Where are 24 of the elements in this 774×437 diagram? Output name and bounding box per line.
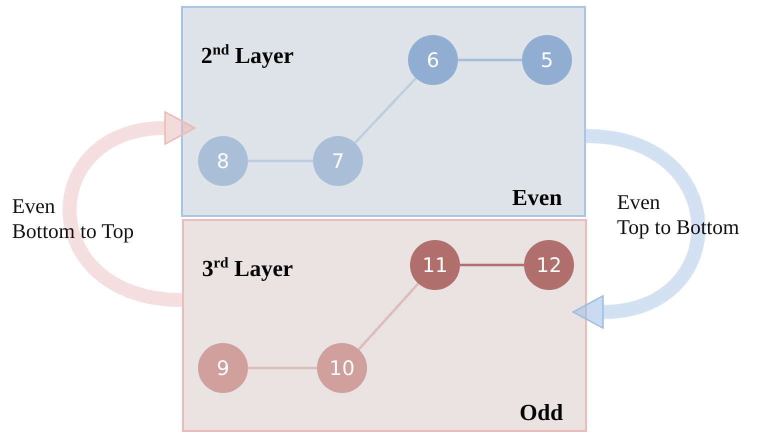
parity-label: Odd	[520, 400, 563, 426]
connector-line	[358, 282, 420, 350]
number-circle: 7	[313, 136, 363, 186]
edge-label: Even Top to Bottom	[617, 190, 740, 240]
layer-title: 3$^{rd}$ Layer	[202, 255, 294, 282]
parity-label: Even	[512, 185, 562, 211]
connector-line	[460, 264, 524, 266]
layer-panel	[182, 219, 587, 432]
number-circle: 10	[317, 343, 367, 393]
curved-arrow	[572, 129, 706, 329]
connector-line	[248, 160, 313, 162]
layer-panel	[181, 6, 586, 217]
number-circle: 6	[408, 35, 458, 85]
curved-arrow	[62, 111, 196, 307]
connector-line	[354, 77, 417, 144]
number-circle: 11	[410, 240, 460, 290]
number-circle: 8	[198, 136, 248, 186]
connector-line	[248, 366, 317, 370]
number-circle: 12	[524, 240, 574, 290]
edge-label: Even Bottom to Top	[12, 194, 134, 244]
layer-title: 2$^{nd}$ Layer	[201, 42, 294, 69]
number-circle: 5	[522, 35, 572, 85]
connector-line	[458, 58, 522, 62]
number-circle: 9	[198, 343, 248, 393]
